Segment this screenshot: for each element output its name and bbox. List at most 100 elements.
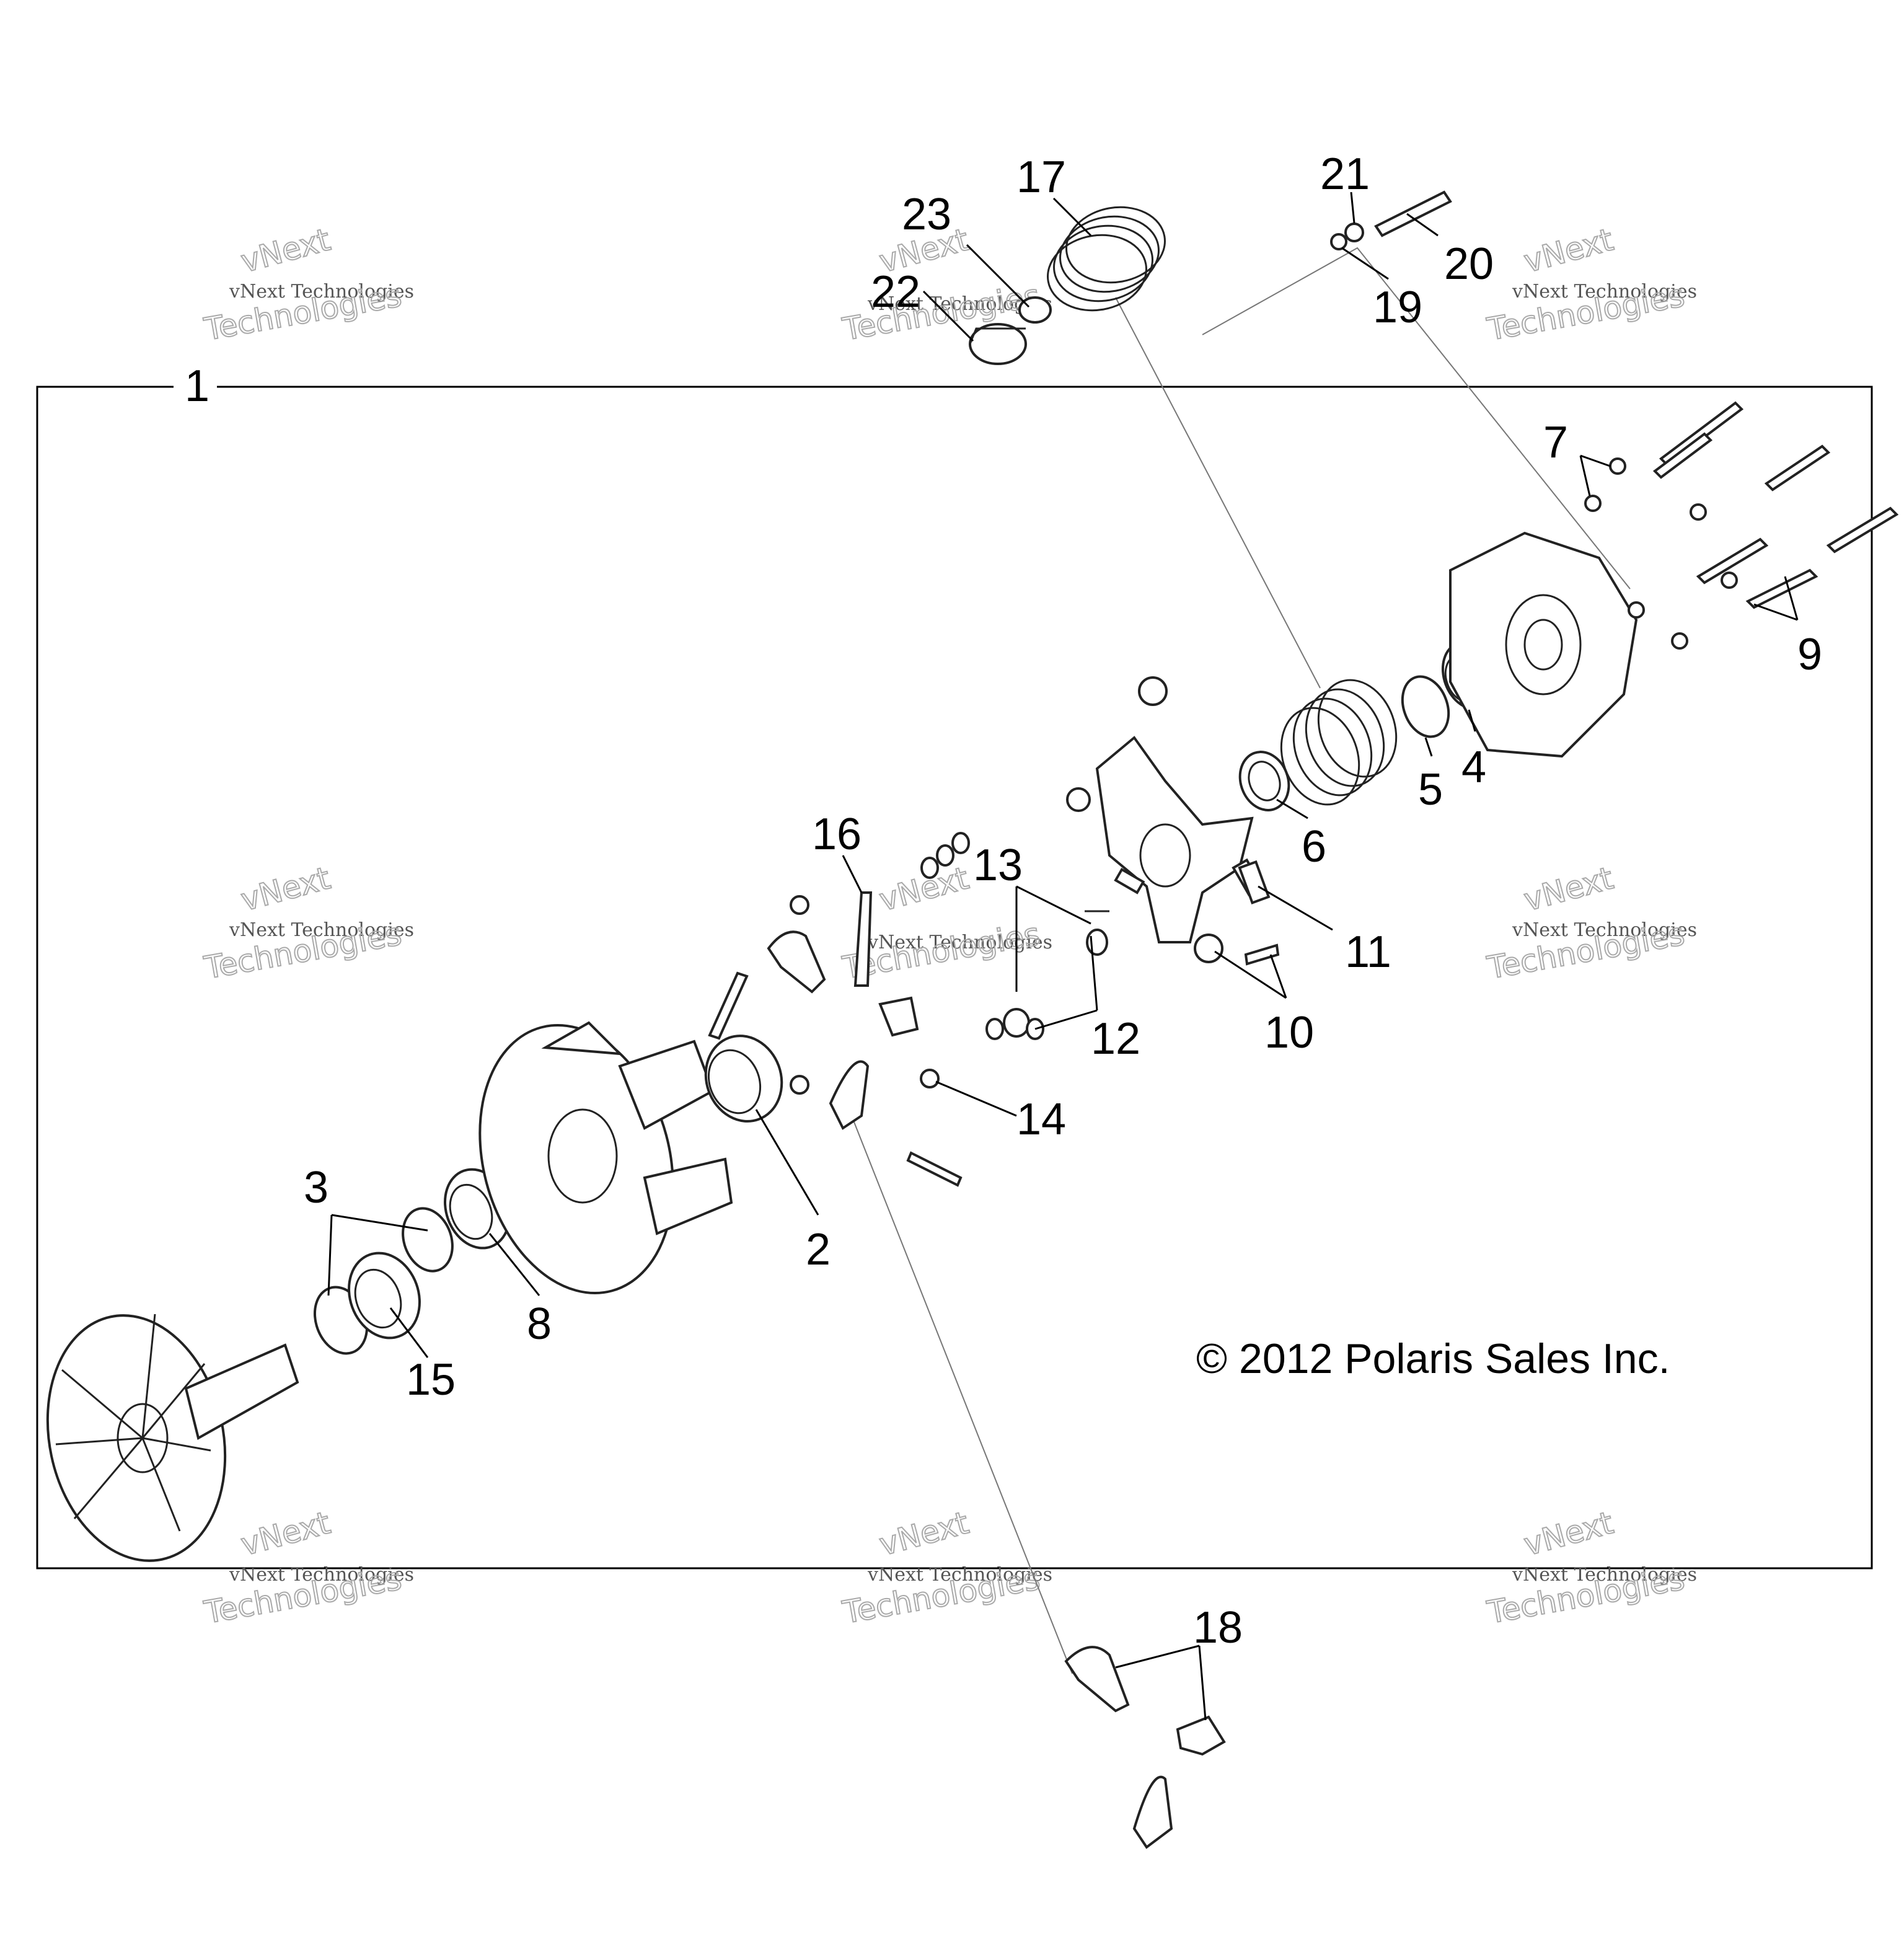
- leader-line-11: [1258, 885, 1333, 931]
- watermark: vNext vNext Technologies Technologies: [1484, 1504, 1697, 1631]
- callout-15: 15: [406, 1355, 456, 1405]
- washer-part-19: [1330, 233, 1347, 250]
- bushing-part-22: [969, 323, 1027, 365]
- svg-text:vNext: vNext: [1520, 1504, 1617, 1563]
- callout-11: 11: [1345, 927, 1391, 977]
- ring-part-5: [1401, 675, 1450, 738]
- callout-8: 8: [527, 1299, 552, 1349]
- nut-part: [790, 1075, 809, 1095]
- svg-text:vNext: vNext: [237, 221, 334, 280]
- callout-2: 2: [806, 1225, 831, 1274]
- roller-washer-set-12: [985, 1008, 1044, 1040]
- leader-line-9: [1753, 576, 1799, 621]
- svg-text:vNext: vNext: [876, 1504, 972, 1563]
- bolt-set-9: [1652, 401, 1899, 609]
- callout-16: 16: [812, 810, 862, 859]
- copyright-notice: © 2012 Polaris Sales Inc.: [1196, 1335, 1670, 1382]
- shift-weight-set-18: [1064, 1646, 1226, 1849]
- ring-part-3b: [402, 1207, 454, 1273]
- callout-7: 7: [1543, 418, 1568, 467]
- pin-part: [708, 971, 749, 1040]
- leader-line-6: [1276, 798, 1308, 819]
- callout-3: 3: [304, 1163, 328, 1212]
- svg-text:vNext: vNext: [1520, 221, 1617, 280]
- spring-part-17: [1047, 206, 1166, 312]
- leader-line-18: [1115, 1645, 1207, 1721]
- leader-line-8: [488, 1233, 540, 1296]
- callout-17: 17: [1016, 152, 1066, 202]
- callout-20: 20: [1444, 239, 1494, 289]
- leader-line-21: [1350, 192, 1355, 224]
- leader-line-4: [1468, 709, 1476, 732]
- svg-text:vNext Technologies: vNext Technologies: [1512, 1564, 1697, 1586]
- callout-21: 21: [1320, 149, 1370, 199]
- callout-5: 5: [1418, 765, 1443, 815]
- callout-19: 19: [1373, 283, 1422, 332]
- washer-part-21: [1344, 223, 1364, 242]
- shift-weight-part: [767, 930, 826, 994]
- leader-line-10: [1214, 950, 1287, 999]
- nut-part-14: [920, 1069, 940, 1088]
- pin-part: [906, 1151, 963, 1187]
- callout-23: 23: [902, 190, 951, 239]
- svg-text:vNext: vNext: [237, 1504, 334, 1563]
- assembly-centerline-cover: [1202, 247, 1631, 589]
- leader-line-14: [935, 1080, 1017, 1117]
- leader-line-3: [327, 1214, 428, 1296]
- watermark: vNext vNext Technologies Technologies: [1484, 859, 1697, 986]
- watermark: vNext vNext Technologies Technologies: [1484, 221, 1697, 348]
- svg-text:vNext Technologies: vNext Technologies: [1512, 281, 1697, 302]
- callout-12: 12: [1091, 1014, 1140, 1064]
- svg-text:vNext Technologies: vNext Technologies: [229, 1564, 414, 1586]
- cover-part: [1449, 531, 1638, 758]
- callout-1: 1: [185, 361, 209, 411]
- leader-line-20: [1406, 213, 1439, 237]
- callout-18: 18: [1193, 1603, 1243, 1653]
- shift-weight-part: [829, 1060, 870, 1130]
- watermark: vNext vNext Technologies Technologies: [839, 1504, 1052, 1631]
- callout-13: 13: [973, 841, 1023, 890]
- pin-part-11: [1238, 860, 1271, 904]
- watermark-group: vNext vNext Technologies Technologies vN…: [201, 221, 1697, 1631]
- leader-line-2: [755, 1109, 819, 1216]
- svg-text:vNext: vNext: [1520, 860, 1617, 918]
- svg-text:vNext Technologies: vNext Technologies: [1512, 919, 1697, 941]
- assembly-centerline-spring: [1115, 297, 1321, 689]
- washer-set-7: [1584, 457, 1738, 650]
- watermark: vNext vNext Technologies Technologies: [201, 221, 414, 348]
- retainer-part-6: [1238, 751, 1290, 811]
- assembly-centerline-weights: [848, 1109, 1073, 1674]
- callout-4: 4: [1461, 743, 1486, 792]
- nut-part: [790, 895, 809, 915]
- callout-14: 14: [1016, 1095, 1066, 1144]
- watermark: vNext vNext Technologies Technologies: [201, 1504, 414, 1631]
- callout-10: 10: [1264, 1008, 1314, 1057]
- pin-part-16: [853, 891, 873, 987]
- svg-text:vNext Technologies: vNext Technologies: [229, 281, 414, 302]
- leader-line-5: [1424, 737, 1433, 757]
- roller-washer-set-13: [920, 832, 1109, 956]
- leader-line-19: [1341, 247, 1389, 280]
- leader-line-16: [842, 855, 863, 893]
- button-part-10: [1194, 934, 1280, 966]
- svg-text:vNext Technologies: vNext Technologies: [867, 932, 1052, 953]
- leader-line-23: [966, 244, 1030, 308]
- svg-text:vNext Technologies: vNext Technologies: [229, 919, 414, 941]
- callout-9: 9: [1797, 630, 1822, 679]
- bushing-part-15: [348, 1252, 421, 1340]
- bushing-part-2: [704, 1035, 783, 1123]
- assembly-boundary-box: [36, 386, 1873, 1570]
- watermark: vNext vNext Technologies Technologies: [201, 859, 414, 986]
- leader-line-12: [1034, 935, 1098, 1030]
- leader-line-22: [922, 290, 974, 342]
- spider-part: [1066, 676, 1264, 961]
- leader-line-17: [1052, 197, 1092, 237]
- spring-part: [1280, 679, 1398, 806]
- roller-block-part: [878, 996, 919, 1037]
- bolt-part-20: [1374, 190, 1452, 237]
- leader-line-7: [1579, 454, 1611, 497]
- ring-part-23: [1018, 296, 1052, 324]
- fixed-sheave-part: [46, 1313, 299, 1562]
- svg-text:vNext Technologies: vNext Technologies: [867, 1564, 1052, 1586]
